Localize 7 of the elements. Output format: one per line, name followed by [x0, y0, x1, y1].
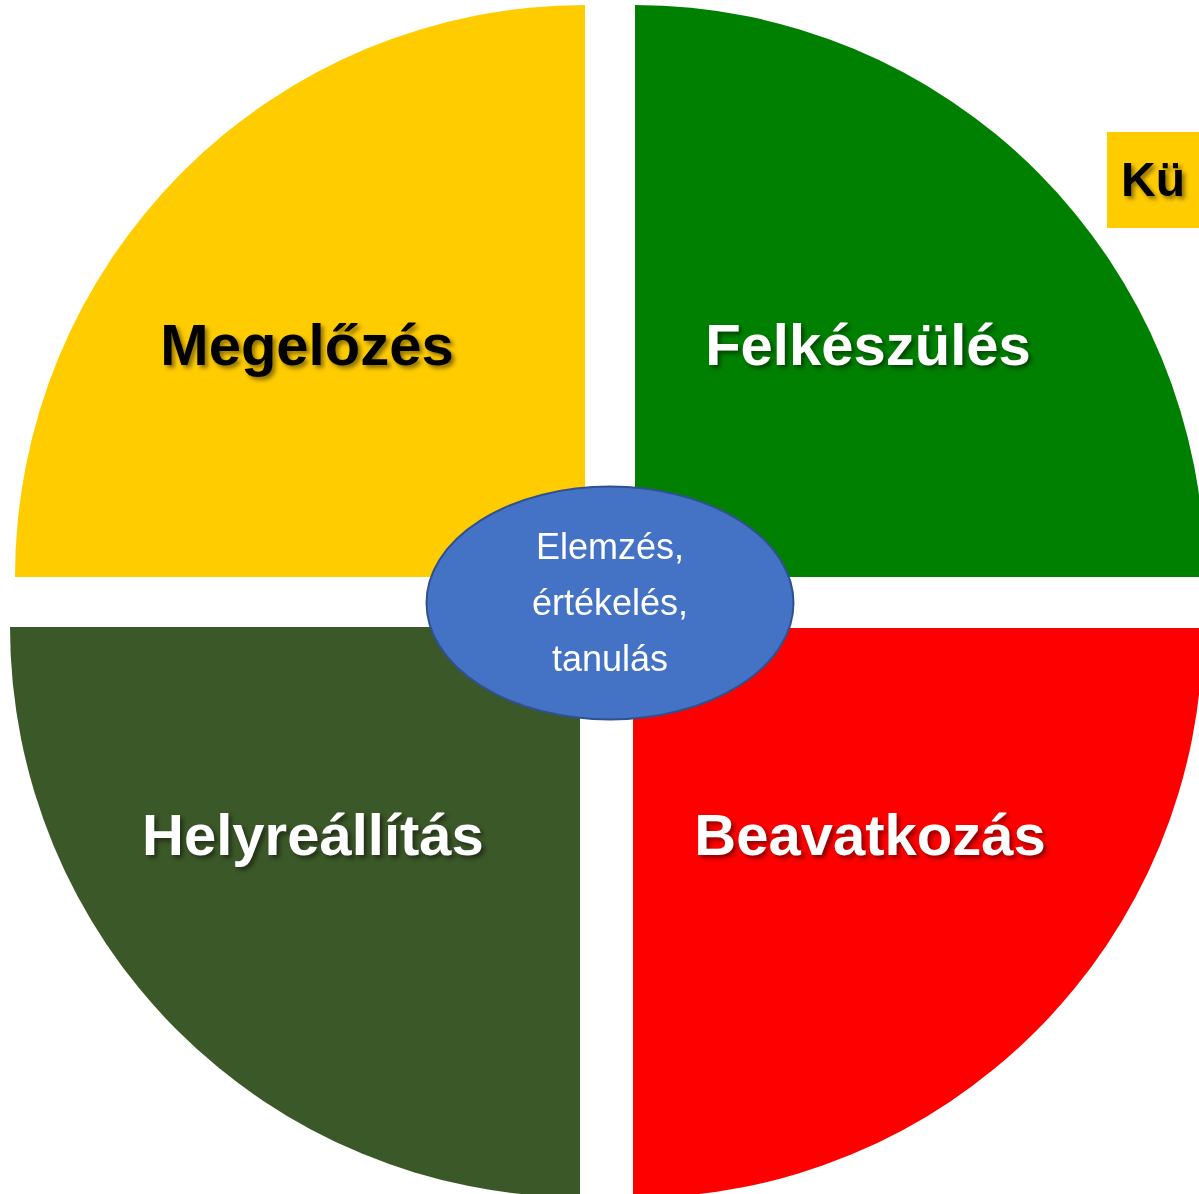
segment-label: Beavatkozás: [693, 801, 1047, 869]
label-box: [1107, 132, 1199, 228]
segment-label: Helyreállítás: [141, 801, 485, 869]
segment-label: Kü: [1120, 152, 1186, 208]
segment-label: Felkészülés: [704, 311, 1032, 379]
segment-label: Elemzés, értékelés, tanulás: [530, 525, 690, 681]
segment-label: Megelőzés: [159, 311, 455, 379]
